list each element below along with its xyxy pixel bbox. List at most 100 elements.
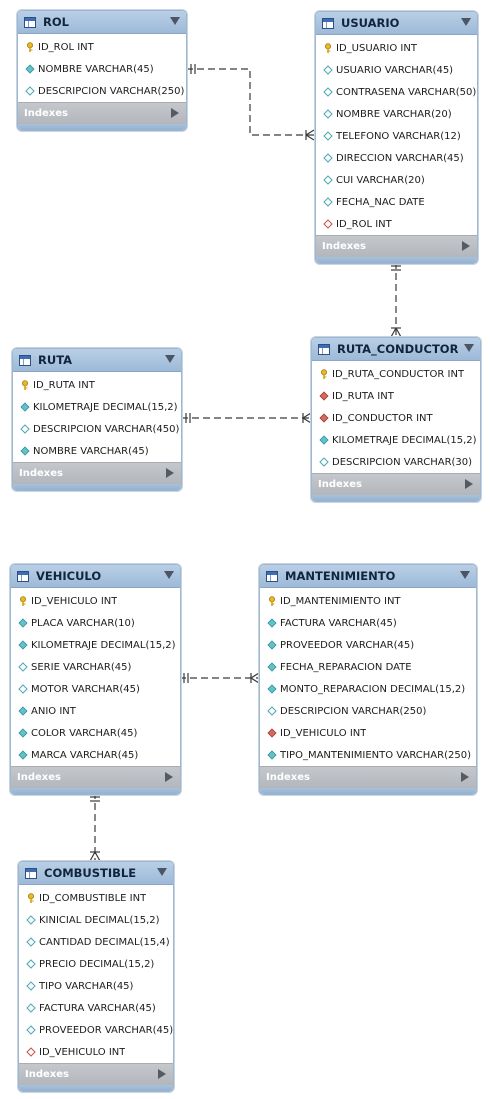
column-label: FACTURA VARCHAR(45)	[39, 1002, 156, 1014]
column-row[interactable]: ID_MANTENIMIENTO INT	[260, 590, 476, 612]
indexes-section[interactable]: Indexes	[19, 1063, 173, 1085]
table-header[interactable]: RUTA	[13, 349, 181, 372]
column-row[interactable]: ID_USUARIO INT	[316, 37, 477, 59]
collapse-caret-icon[interactable]	[461, 18, 471, 26]
column-row[interactable]: TELEFONO VARCHAR(12)	[316, 125, 477, 147]
indexes-section[interactable]: Indexes	[316, 235, 477, 257]
column-label: NOMBRE VARCHAR(45)	[38, 63, 154, 75]
collapse-caret-icon[interactable]	[164, 571, 174, 579]
indexes-section[interactable]: Indexes	[312, 473, 480, 495]
table-header[interactable]: USUARIO	[316, 12, 477, 35]
column-row[interactable]: ID_COMBUSTIBLE INT	[19, 887, 173, 909]
column-row[interactable]: PROVEEDOR VARCHAR(45)	[19, 1019, 173, 1041]
column-row[interactable]: ID_RUTA INT	[312, 385, 480, 407]
column-row[interactable]: TIPO VARCHAR(45)	[19, 975, 173, 997]
table-icon	[322, 17, 334, 29]
column-row[interactable]: ID_VEHICULO INT	[19, 1041, 173, 1063]
column-row[interactable]: FECHA_REPARACION DATE	[260, 656, 476, 678]
column-row[interactable]: TIPO_MANTENIMIENTO VARCHAR(250)	[260, 744, 476, 766]
table-header[interactable]: COMBUSTIBLE	[19, 862, 173, 885]
column-row[interactable]: PRECIO DECIMAL(15,2)	[19, 953, 173, 975]
column-row[interactable]: NOMBRE VARCHAR(45)	[13, 440, 181, 462]
expand-arrow-icon[interactable]	[165, 772, 173, 782]
collapse-caret-icon[interactable]	[460, 571, 470, 579]
column-row[interactable]: DESCRIPCION VARCHAR(250)	[18, 80, 186, 102]
expand-arrow-icon[interactable]	[465, 479, 473, 489]
column-row[interactable]: ID_VEHICULO INT	[11, 590, 180, 612]
column-row[interactable]: USUARIO VARCHAR(45)	[316, 59, 477, 81]
column-row[interactable]: DIRECCION VARCHAR(45)	[316, 147, 477, 169]
primary-key-icon	[266, 595, 277, 607]
collapse-caret-icon[interactable]	[157, 868, 167, 876]
expand-arrow-icon[interactable]	[461, 772, 469, 782]
column-row[interactable]: ID_ROL INT	[18, 36, 186, 58]
column-label: TIPO_MANTENIMIENTO VARCHAR(250)	[280, 749, 471, 761]
table-header[interactable]: RUTA_CONDUCTOR	[312, 338, 480, 361]
primary-key-icon	[318, 368, 329, 380]
expand-arrow-icon[interactable]	[462, 241, 470, 251]
column-row[interactable]: NOMBRE VARCHAR(45)	[18, 58, 186, 80]
collapse-caret-icon[interactable]	[464, 344, 474, 352]
hollow-diamond-icon	[24, 86, 35, 97]
column-row[interactable]: SERIE VARCHAR(45)	[11, 656, 180, 678]
table-header[interactable]: MANTENIMIENTO	[260, 565, 476, 588]
hollow-diamond-icon	[25, 981, 36, 992]
column-row[interactable]: ID_VEHICULO INT	[260, 722, 476, 744]
column-row[interactable]: ID_ROL INT	[316, 213, 477, 235]
column-row[interactable]: KILOMETRAJE DECIMAL(15,2)	[11, 634, 180, 656]
column-row[interactable]: KINICIAL DECIMAL(15,2)	[19, 909, 173, 931]
expand-arrow-icon[interactable]	[166, 468, 174, 478]
filled-diamond-icon	[17, 618, 28, 629]
column-row[interactable]: MARCA VARCHAR(45)	[11, 744, 180, 766]
expand-arrow-icon[interactable]	[171, 108, 179, 118]
column-row[interactable]: ID_CONDUCTOR INT	[312, 407, 480, 429]
table-rol[interactable]: ROL ID_ROL INT NOMBRE VARCHAR(45) DESCRIPC…	[17, 10, 187, 131]
column-row[interactable]: FACTURA VARCHAR(45)	[19, 997, 173, 1019]
column-row[interactable]: ID_RUTA_CONDUCTOR INT	[312, 363, 480, 385]
indexes-label: Indexes	[25, 1069, 69, 1080]
column-row[interactable]: DESCRIPCION VARCHAR(250)	[260, 700, 476, 722]
column-row[interactable]: DESCRIPCION VARCHAR(30)	[312, 451, 480, 473]
column-row[interactable]: PLACA VARCHAR(10)	[11, 612, 180, 634]
hollow-diamond-icon	[17, 684, 28, 695]
column-row[interactable]: NOMBRE VARCHAR(20)	[316, 103, 477, 125]
column-row[interactable]: KILOMETRAJE DECIMAL(15,2)	[13, 396, 181, 418]
column-row[interactable]: COLOR VARCHAR(45)	[11, 722, 180, 744]
table-bottom-bar	[11, 788, 180, 794]
column-row[interactable]: ID_RUTA INT	[13, 374, 181, 396]
column-label: DESCRIPCION VARCHAR(250)	[280, 705, 427, 717]
column-row[interactable]: CANTIDAD DECIMAL(15,4)	[19, 931, 173, 953]
column-list: ID_ROL INT NOMBRE VARCHAR(45) DESCRIPCION …	[18, 34, 186, 102]
column-row[interactable]: CONTRASENA VARCHAR(50)	[316, 81, 477, 103]
column-row[interactable]: MONTO_REPARACION DECIMAL(15,2)	[260, 678, 476, 700]
filled-diamond-icon	[19, 446, 30, 457]
column-row[interactable]: FACTURA VARCHAR(45)	[260, 612, 476, 634]
collapse-caret-icon[interactable]	[165, 355, 175, 363]
expand-arrow-icon[interactable]	[158, 1069, 166, 1079]
column-row[interactable]: FECHA_NAC DATE	[316, 191, 477, 213]
table-bottom-bar	[316, 257, 477, 263]
indexes-section[interactable]: Indexes	[18, 102, 186, 124]
column-row[interactable]: DESCRIPCION VARCHAR(450)	[13, 418, 181, 440]
indexes-section[interactable]: Indexes	[11, 766, 180, 788]
column-row[interactable]: MOTOR VARCHAR(45)	[11, 678, 180, 700]
column-row[interactable]: CUI VARCHAR(20)	[316, 169, 477, 191]
indexes-section[interactable]: Indexes	[260, 766, 476, 788]
hollow-diamond-icon	[25, 1025, 36, 1036]
column-row[interactable]: PROVEEDOR VARCHAR(45)	[260, 634, 476, 656]
indexes-section[interactable]: Indexes	[13, 462, 181, 484]
column-row[interactable]: KILOMETRAJE DECIMAL(15,2)	[312, 429, 480, 451]
column-label: KILOMETRAJE DECIMAL(15,2)	[332, 434, 477, 446]
table-header[interactable]: VEHICULO	[11, 565, 180, 588]
column-row[interactable]: ANIO INT	[11, 700, 180, 722]
collapse-caret-icon[interactable]	[170, 17, 180, 25]
column-label: DESCRIPCION VARCHAR(250)	[38, 85, 185, 97]
table-header[interactable]: ROL	[18, 11, 186, 34]
